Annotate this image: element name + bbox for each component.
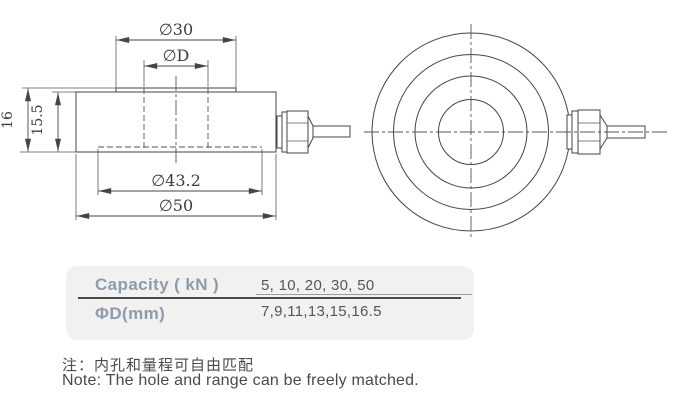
top-view <box>364 24 667 240</box>
gland-nut-facets <box>578 122 600 142</box>
dim-16-label: 16 <box>0 111 16 129</box>
ext-phi43 <box>97 149 263 195</box>
technical-drawing: ∅30 ∅D ∅43.2 ∅50 16 15.5 <box>0 20 667 240</box>
cable <box>312 125 351 138</box>
ext-phiD <box>143 60 209 87</box>
table-rule-thin <box>256 294 472 295</box>
note-chinese: 注：内孔和量程可自由匹配 <box>62 357 255 374</box>
gland-washer <box>276 115 283 149</box>
dim-phi30-label: ∅30 <box>159 20 193 39</box>
dim-phi50-label: ∅50 <box>159 196 193 215</box>
gland-nut <box>286 110 309 154</box>
ext-phi50 <box>75 154 277 220</box>
note-english: Note: The hole and range can be freely m… <box>62 372 419 389</box>
gland-flange <box>281 111 288 153</box>
cable-gland-side <box>276 110 351 154</box>
spec-table: Capacity ( kN ) 5, 10, 20, 30, 50 ΦD(mm)… <box>66 266 474 340</box>
hole-diameter-values: 7,9,11,13,15,16.5 <box>261 303 382 320</box>
dim-phiD-label: ∅D <box>163 46 190 65</box>
dim-15-5-label: 15.5 <box>30 104 46 135</box>
capacity-values: 5, 10, 20, 30, 50 <box>261 277 375 294</box>
gland-cone <box>307 115 314 149</box>
dim-phi43-label: ∅43.2 <box>151 171 201 190</box>
ext-heights <box>20 87 116 153</box>
hole-diameter-label: ΦD(mm) <box>95 304 166 323</box>
gland-nut-facets <box>287 122 308 142</box>
ext-phi30 <box>115 36 237 88</box>
table-rule-dark <box>78 297 461 299</box>
side-view: ∅30 ∅D ∅43.2 ∅50 16 15.5 <box>0 20 351 220</box>
capacity-label: Capacity ( kN ) <box>95 275 220 294</box>
